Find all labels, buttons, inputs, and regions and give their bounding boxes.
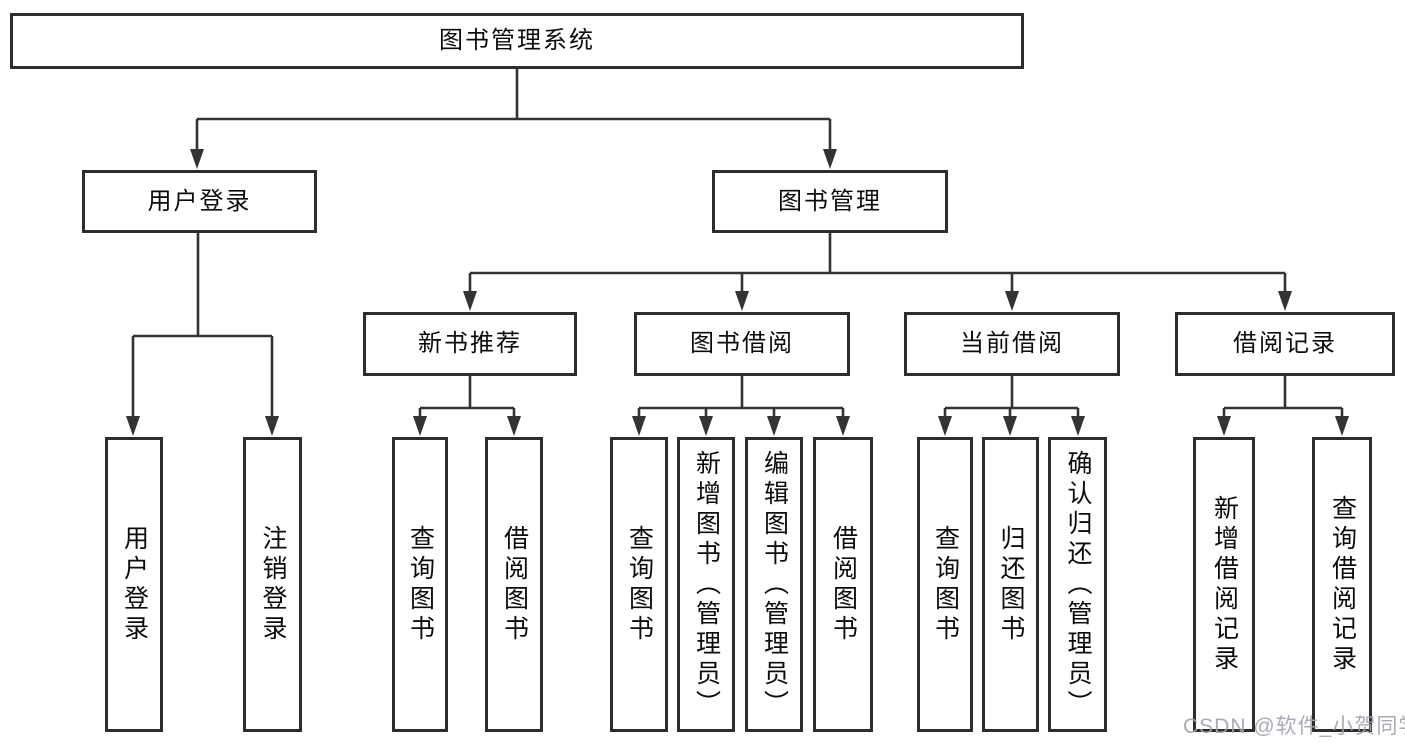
node-label: 归还图书 bbox=[997, 524, 1025, 645]
node-book-borrowing: 图书借阅 bbox=[634, 312, 850, 376]
node-label: 借阅记录 bbox=[1233, 330, 1337, 357]
node-book-management: 图书管理 bbox=[712, 170, 948, 233]
node-label: 借阅图书 bbox=[829, 524, 858, 645]
leaf-add-book-admin: 新增图书（管理员） bbox=[677, 437, 735, 732]
node-user-login: 用户登录 bbox=[82, 170, 317, 233]
node-label: 新增借阅记录 bbox=[1210, 494, 1239, 675]
node-current-borrowing: 当前借阅 bbox=[904, 312, 1120, 376]
node-library-management-system: 图书管理系统 bbox=[10, 13, 1024, 69]
node-label: 查询图书 bbox=[406, 524, 435, 645]
node-label: 查询借阅记录 bbox=[1328, 494, 1357, 675]
leaf-borrow-books-recommend: 借阅图书 bbox=[485, 437, 543, 732]
node-label: 用户登录 bbox=[120, 524, 149, 645]
node-label: 用户登录 bbox=[147, 187, 252, 215]
node-label: 借阅图书 bbox=[500, 524, 529, 645]
node-new-book-recommendation: 新书推荐 bbox=[363, 312, 577, 376]
leaf-confirm-return-admin: 确认归还（管理员） bbox=[1048, 437, 1107, 732]
leaf-query-books-recommend: 查询图书 bbox=[392, 437, 448, 732]
node-label: 图书管理系统 bbox=[439, 27, 595, 54]
leaf-return-books: 归还图书 bbox=[982, 437, 1039, 732]
node-label: 当前借阅 bbox=[960, 330, 1064, 357]
node-label: 新书推荐 bbox=[418, 330, 522, 357]
node-label: 查询图书 bbox=[625, 524, 654, 645]
node-label: 新增图书（管理员） bbox=[692, 449, 721, 720]
node-label: 查询图书 bbox=[931, 524, 960, 645]
leaf-query-borrow-record: 查询借阅记录 bbox=[1312, 437, 1372, 732]
node-label: 图书管理 bbox=[778, 187, 882, 215]
leaf-edit-book-admin: 编辑图书（管理员） bbox=[745, 437, 803, 732]
node-borrowing-records: 借阅记录 bbox=[1175, 312, 1395, 376]
leaf-query-books-borrowing: 查询图书 bbox=[610, 437, 668, 732]
leaf-logout: 注销登录 bbox=[243, 437, 302, 732]
node-label: 编辑图书（管理员） bbox=[760, 449, 789, 720]
watermark: CSDN @软件_小贺同学 bbox=[1183, 715, 1405, 738]
node-label: 注销登录 bbox=[259, 524, 287, 645]
leaf-query-books-current: 查询图书 bbox=[917, 437, 973, 732]
node-label: 图书借阅 bbox=[690, 330, 794, 357]
leaf-add-borrow-record: 新增借阅记录 bbox=[1193, 437, 1255, 732]
node-label: 确认归还（管理员） bbox=[1064, 449, 1092, 720]
leaf-user-login: 用户登录 bbox=[105, 437, 163, 732]
leaf-borrow-books: 借阅图书 bbox=[813, 437, 873, 732]
